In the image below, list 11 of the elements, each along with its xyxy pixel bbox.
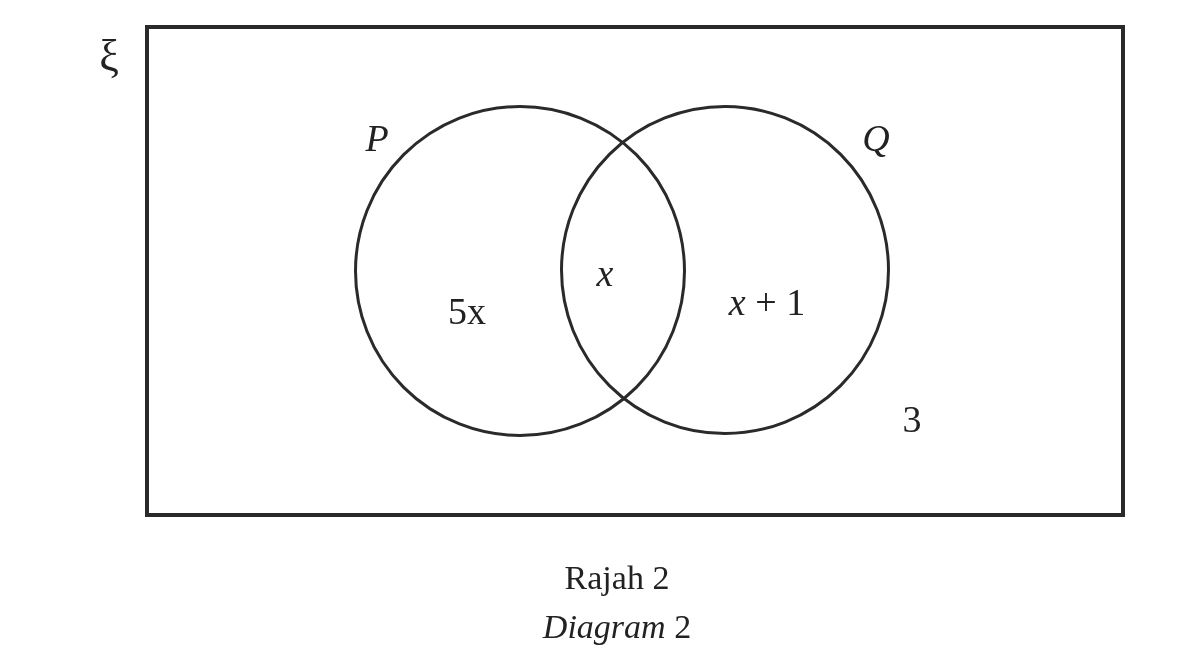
figure-caption: Rajah 2: [564, 559, 670, 597]
set-circle: [354, 105, 686, 437]
set-name: P: [365, 116, 389, 160]
set-symbol: ξ: [99, 29, 119, 81]
region-value: 5x: [448, 289, 486, 333]
region-value: x: [596, 251, 614, 295]
region-value: x + 1: [728, 280, 806, 324]
set-circle: [560, 105, 890, 435]
figure-caption: Diagram 2: [542, 608, 692, 646]
set-name: Q: [862, 116, 890, 160]
region-value: 3: [902, 397, 922, 441]
